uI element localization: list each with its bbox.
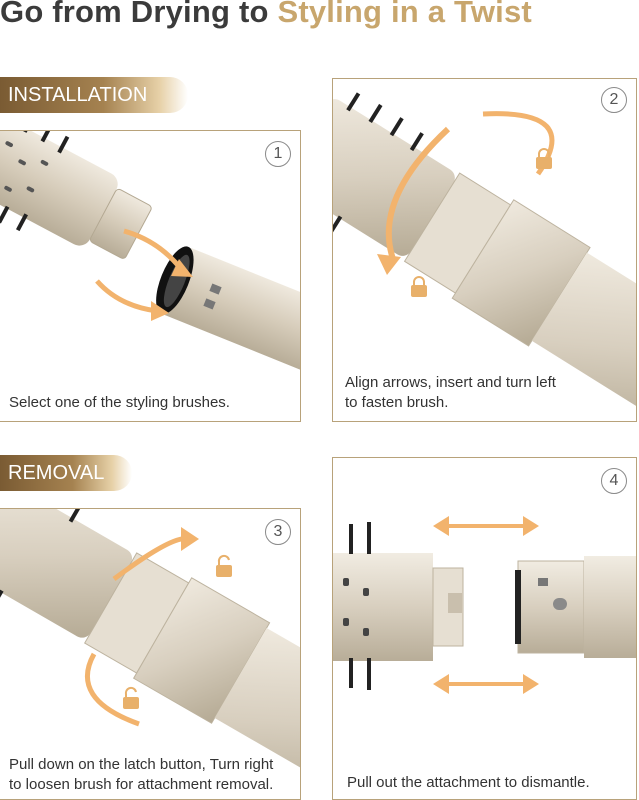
step-1-illustration [0,131,300,379]
arrow-icon [95,279,158,314]
lock-icon [411,276,427,297]
installation-label: INSTALLATION [8,84,148,106]
arrow-icon [151,301,169,321]
page-title: Go from Drying to Styling in a Twist [0,0,639,34]
step-3-panel: 3 Pull down on the latch button, Turn ri… [0,508,301,800]
step-2-panel: 2 Align arrows, insert and turn left to … [332,78,637,422]
arrow-icon [171,259,193,277]
arrow-icon [181,527,199,551]
step-3-illustration [0,509,300,799]
arrow-icon [433,516,449,536]
step-4-number: 4 [601,468,627,494]
title-part-gold: Styling in a Twist [277,0,532,29]
step-4-panel: 4 Pull out the attachment to dismantle. [332,457,637,800]
step-2-caption-line-2: to fasten brush. [345,394,449,411]
step-2-caption-line-1: Align arrows, insert and turn left [345,374,556,391]
step-1-number: 1 [265,141,291,167]
title-part-dark: Go from Drying to [0,0,278,29]
arrow-icon [523,674,539,694]
brush-attachment [0,131,152,259]
step-2-illustration [333,92,636,421]
installation-banner: INSTALLATION [0,77,188,113]
arrow-icon [433,674,449,694]
arrow-icon [377,254,401,275]
assembled-device [333,92,636,421]
assembled-device [0,509,300,799]
lock-icon [536,148,552,169]
step-1-caption: Select one of the styling brushes. [9,394,230,411]
unlock-icon [123,686,139,709]
step-1-panel: 1 Select one of the styling brushes. [0,130,301,422]
brush-attachment [333,522,464,690]
removal-banner: REMOVAL [0,455,132,491]
dryer-handle [156,246,300,379]
step-3-caption-line-2: to loosen brush for attachment removal. [9,776,274,793]
unlock-icon [216,554,232,577]
step-4-illustration [333,516,636,694]
step-4-caption: Pull out the attachment to dismantle. [347,774,590,791]
step-3-caption-line-1: Pull down on the latch button, Turn righ… [9,756,274,773]
arrow-icon [523,516,539,536]
arrow-icon [385,126,451,260]
dryer-handle [515,556,636,658]
step-3-number: 3 [265,519,291,545]
removal-label: REMOVAL [8,462,105,484]
step-2-number: 2 [601,87,627,113]
